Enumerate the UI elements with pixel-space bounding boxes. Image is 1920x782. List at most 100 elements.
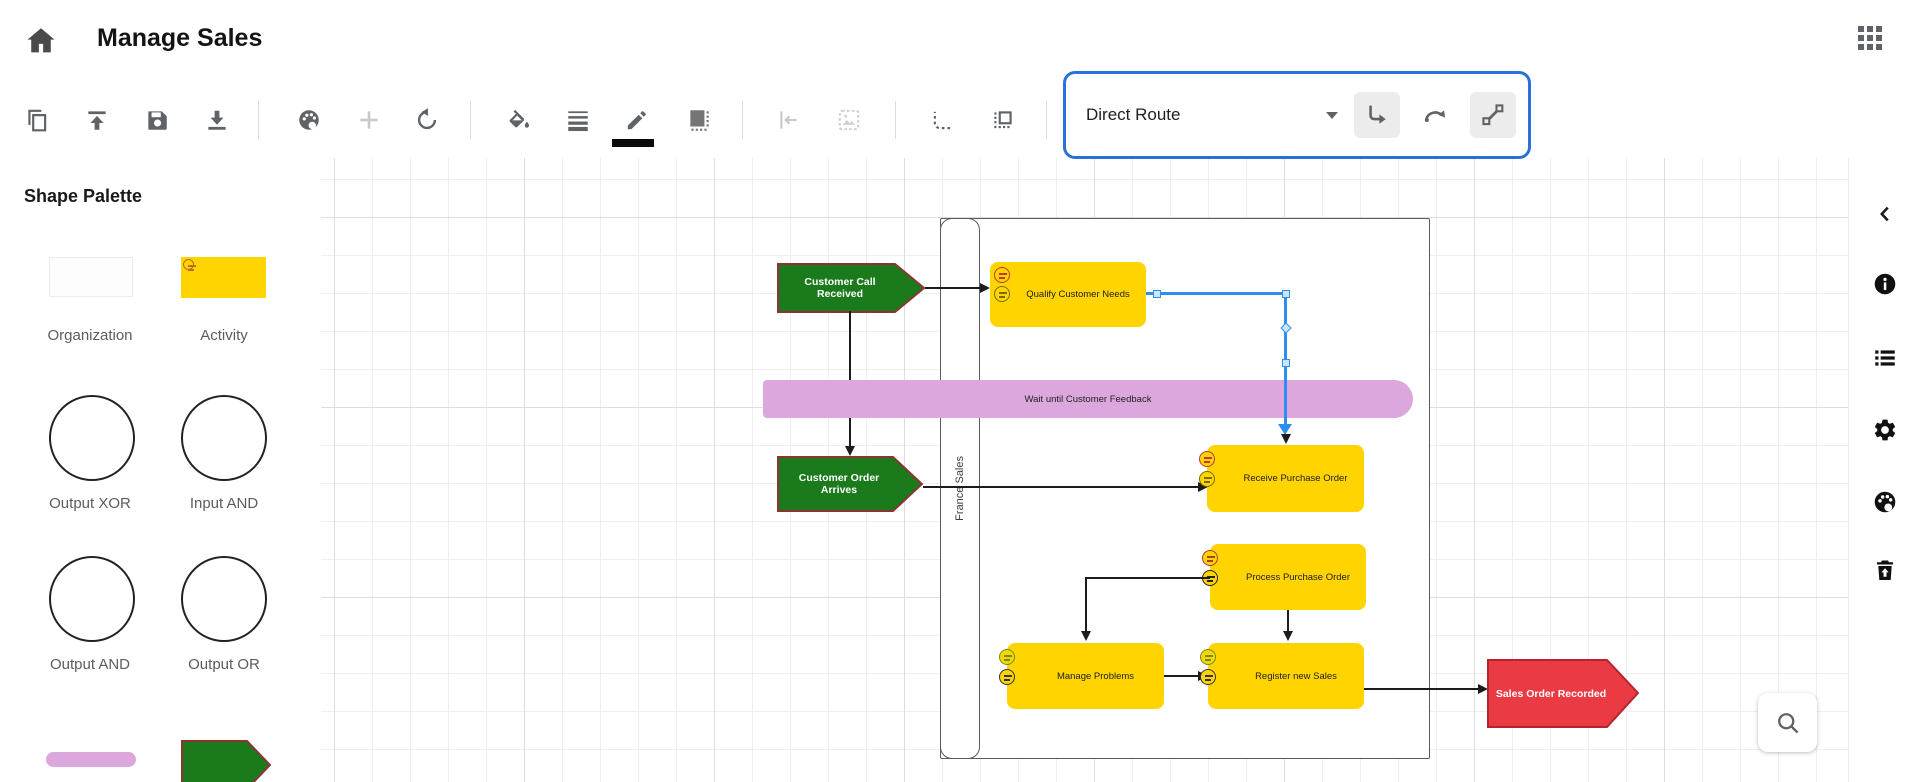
activity-process-purchase-order[interactable]: Process Purchase Order (1202, 544, 1366, 610)
shadow-button[interactable] (679, 100, 719, 140)
info-button[interactable] (1871, 270, 1899, 298)
route-style-dropdown[interactable]: Direct Route (1066, 105, 1354, 125)
pencil-icon (624, 107, 650, 133)
palette-item-label: Output AND (49, 656, 131, 673)
home-button[interactable] (24, 24, 58, 58)
arrowhead (1198, 482, 1208, 492)
diagram-canvas[interactable]: France Sales Customer Call Received Qual… (321, 158, 1848, 782)
upload-icon (84, 107, 110, 133)
palette-item-label: Organization (47, 327, 133, 344)
blue-arrowhead (1278, 424, 1292, 435)
resource-icon (1202, 550, 1218, 566)
arrowhead (1478, 684, 1488, 694)
add-button[interactable] (349, 100, 389, 140)
palette-item-label: Output XOR (49, 495, 131, 512)
activity-badge-icon (183, 259, 196, 271)
shadow-icon (686, 107, 712, 133)
apps-grid-icon[interactable] (1858, 26, 1888, 56)
palette-item-label: Output OR (188, 656, 260, 673)
save-icon (144, 107, 170, 133)
resource-icon (1199, 451, 1215, 467)
save-button[interactable] (137, 100, 177, 140)
connector[interactable] (1364, 688, 1480, 690)
connector[interactable] (1164, 675, 1200, 677)
connector[interactable] (849, 311, 851, 448)
process-interface-wait[interactable]: Wait until Customer Feedback (763, 380, 1413, 418)
resource-icon (994, 267, 1010, 283)
routing-group: Direct Route (1063, 71, 1531, 159)
connector-endpoint-handle[interactable] (1153, 289, 1161, 298)
page-title: Manage Sales (97, 24, 263, 52)
upload-button[interactable] (77, 100, 117, 140)
lane-header[interactable]: France Sales (940, 218, 980, 759)
resource-icon (999, 649, 1015, 665)
chevron-down-icon (1326, 111, 1338, 119)
event-customer-call-received[interactable]: Customer Call Received (777, 263, 925, 313)
diagonal-connector-icon (1479, 101, 1507, 129)
palette-title: Shape Palette (24, 186, 143, 206)
activity-register-new-sales[interactable]: Register new Sales (1200, 643, 1364, 709)
image-icon (836, 107, 862, 133)
magnifier-icon (1774, 709, 1802, 737)
process-interface-label: Wait until Customer Feedback (1024, 393, 1152, 405)
connector[interactable] (923, 486, 1199, 488)
connector[interactable] (1085, 577, 1210, 579)
outline-list-button[interactable] (1871, 344, 1899, 372)
palette-item-output-and[interactable] (49, 556, 135, 642)
event-customer-order-arrives[interactable]: Customer Order Arrives (777, 456, 923, 512)
palette-item-activity[interactable] (181, 257, 266, 298)
collapse-panel-button[interactable] (1871, 200, 1899, 228)
activity-qualify-customer-needs[interactable]: Qualify Customer Needs (990, 262, 1146, 327)
line-weight-button[interactable] (558, 100, 598, 140)
arrowhead (1280, 434, 1291, 444)
palette-item-process-interface[interactable] (46, 752, 136, 767)
connector[interactable] (1287, 610, 1289, 634)
connector[interactable] (1085, 577, 1087, 634)
arrowhead (845, 446, 855, 456)
theme-palette-button[interactable] (289, 100, 329, 140)
palette-item-event[interactable] (181, 740, 271, 782)
arrowhead (1283, 631, 1293, 641)
activity-manage-problems[interactable]: Manage Problems (999, 643, 1164, 709)
event-sales-order-recorded[interactable]: Sales Order Recorded (1487, 659, 1639, 728)
align-button[interactable] (769, 100, 809, 140)
line-color-button[interactable] (617, 100, 657, 140)
align-left-icon (776, 107, 802, 133)
zoom-search-button[interactable] (1758, 693, 1817, 752)
plus-icon (356, 107, 382, 133)
info-icon (1872, 271, 1898, 297)
role-icon (999, 669, 1015, 685)
delete-button[interactable] (1871, 556, 1899, 584)
toolbar-divider (1046, 101, 1047, 139)
selected-connector[interactable] (1146, 292, 1287, 295)
straight-route-button[interactable] (1470, 92, 1516, 138)
fill-color-button[interactable] (499, 100, 539, 140)
undo-button[interactable] (407, 100, 447, 140)
curved-route-button[interactable] (1412, 92, 1458, 138)
list-icon (1872, 345, 1898, 371)
connector-segment-handle[interactable] (1281, 359, 1290, 367)
chevron-left-icon (1874, 203, 1896, 225)
select-region-button[interactable] (923, 100, 963, 140)
line-color-swatch (612, 139, 654, 147)
download-button[interactable] (197, 100, 237, 140)
image-button[interactable] (829, 100, 869, 140)
copy-button[interactable] (17, 100, 57, 140)
palette-item-output-xor[interactable] (49, 395, 135, 481)
download-icon (204, 107, 230, 133)
role-icon (1202, 570, 1218, 586)
style-palette-button[interactable] (1871, 488, 1899, 516)
palette-item-input-and[interactable] (181, 395, 267, 481)
palette-item-output-or[interactable] (181, 556, 267, 642)
connector-corner-handle[interactable] (1281, 289, 1290, 298)
dotted-square-icon (990, 107, 1016, 133)
activity-label: Process Purchase Order (1245, 571, 1350, 583)
select-padding-button[interactable] (983, 100, 1023, 140)
event-label: Sales Order Recorded (1495, 687, 1607, 700)
settings-button[interactable] (1871, 416, 1899, 444)
connector[interactable] (925, 287, 981, 289)
dashed-corner-icon (930, 107, 956, 133)
activity-receive-purchase-order[interactable]: Receive Purchase Order (1199, 445, 1364, 512)
elbow-route-button[interactable] (1354, 92, 1400, 138)
palette-item-organization[interactable] (49, 257, 133, 297)
